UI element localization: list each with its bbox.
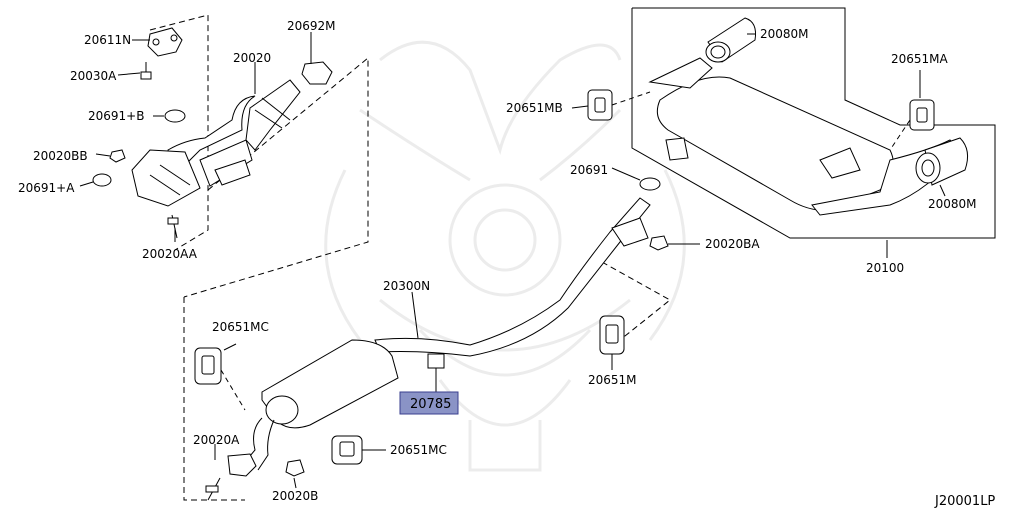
label-20100[interactable]: 20100: [866, 261, 904, 275]
nut-20020B[interactable]: [285, 459, 305, 477]
label-20020BB[interactable]: 20020BB: [33, 149, 88, 163]
label-20030A[interactable]: 20030A: [70, 69, 117, 83]
gasket-20692M[interactable]: [301, 61, 333, 85]
label-20080M-right[interactable]: 20080M: [928, 197, 977, 211]
mount-rubber-20651MC-bottom[interactable]: [331, 435, 363, 465]
leader-lines: [79, 32, 946, 489]
mount-rubber-20651MB[interactable]: [587, 89, 613, 121]
label-20651MB[interactable]: 20651MB: [506, 101, 563, 115]
samurai-helmet-watermark: [324, 40, 686, 472]
flange-gasket-20020A[interactable]: [205, 453, 257, 501]
diagram-code: J20001LP: [934, 494, 995, 509]
label-20651MC-left[interactable]: 20651MC: [212, 320, 269, 334]
center-muffler-20300N[interactable]: [239, 339, 399, 471]
label-20020B[interactable]: 20020B: [272, 489, 318, 503]
gasket-20691B[interactable]: [164, 109, 186, 123]
mount-rubber-20651M[interactable]: [599, 315, 625, 355]
part-labels: 20611N 20030A 20020 20692M 20691+B 20020…: [18, 19, 977, 503]
group-outline-rear-muffler: [631, 7, 996, 239]
nut-20020BB[interactable]: [109, 149, 126, 163]
gasket-20691A[interactable]: [92, 173, 112, 187]
label-20080M-top[interactable]: 20080M: [760, 27, 809, 41]
mount-rubber-20651MA[interactable]: [909, 99, 935, 131]
tail-pipe-finisher-20080M-top[interactable]: [705, 17, 756, 63]
label-20691B[interactable]: 20691+B: [88, 109, 144, 123]
label-20020AA[interactable]: 20020AA: [142, 247, 198, 261]
pipe-flange[interactable]: [611, 217, 649, 247]
mount-rubber-20651MC-left[interactable]: [194, 347, 222, 385]
label-20651M[interactable]: 20651M: [588, 373, 637, 387]
gasket-20611N[interactable]: [147, 27, 183, 57]
label-20020A[interactable]: 20020A: [193, 433, 240, 447]
label-20611N[interactable]: 20611N: [84, 33, 131, 47]
nut-20020BA[interactable]: [649, 235, 669, 251]
label-20020[interactable]: 20020: [233, 51, 271, 65]
gasket-20691[interactable]: [639, 177, 661, 191]
label-20651MA[interactable]: 20651MA: [891, 52, 949, 66]
group-outline-front-pipe: [149, 14, 209, 251]
bracket-20785[interactable]: [427, 353, 445, 380]
stud-20020AA[interactable]: [167, 214, 179, 239]
label-20651MC-bottom[interactable]: 20651MC: [390, 443, 447, 457]
label-20691A[interactable]: 20691+A: [18, 181, 75, 195]
label-20785[interactable]: 20785: [410, 397, 451, 412]
group-outline-center-muffler-2: [601, 261, 671, 341]
label-20692M[interactable]: 20692M: [287, 19, 336, 33]
group-outline-front-pipe-2: [183, 56, 369, 298]
label-20020BA[interactable]: 20020BA: [705, 237, 760, 251]
label-20300N[interactable]: 20300N: [383, 279, 430, 293]
center-pipe-20300N[interactable]: [374, 197, 651, 357]
tail-pipe-finisher-20080M-right[interactable]: [915, 137, 969, 186]
rear-muffler-20100[interactable]: [648, 57, 961, 216]
label-20691[interactable]: 20691: [570, 163, 608, 177]
bolt-20030A[interactable]: [140, 62, 152, 80]
group-outline-center-muffler: [183, 297, 245, 501]
highlight-box-20785: [399, 391, 459, 415]
catalytic-converter-20020[interactable]: [131, 79, 301, 207]
